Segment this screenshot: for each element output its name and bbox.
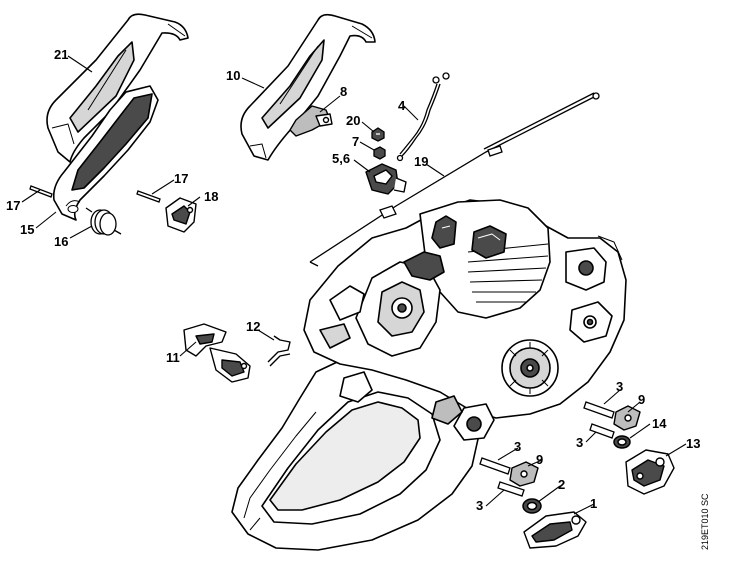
part-2-ring [522, 498, 542, 514]
label-12: 12 [246, 319, 260, 334]
part-9-buffer-bracket-a [613, 405, 641, 431]
part-11-throttle-trigger [183, 323, 251, 383]
crankcase-housing [231, 199, 627, 551]
label-3-d: 3 [476, 498, 483, 513]
part-17-pin-left [29, 185, 53, 198]
part-16-spring [85, 207, 122, 236]
part-1-buffer-housing [523, 511, 587, 549]
part-3-pin-d [497, 481, 525, 497]
part-21-handle-cover [46, 13, 189, 163]
part-3-pin-c [479, 457, 511, 475]
part-12-spring-clip [267, 335, 291, 367]
label-7: 7 [352, 134, 359, 149]
drawing-code: 219ET010 SC [700, 493, 710, 550]
part-10-handle-cover [240, 13, 376, 161]
part-17-pin-right [136, 190, 161, 203]
label-4: 4 [398, 98, 406, 113]
part-19-throttle-cable [309, 92, 600, 267]
part-18-bracket [165, 197, 197, 233]
label-20: 20 [346, 113, 360, 128]
part-9-buffer-bracket-b [509, 461, 539, 487]
label-9-b: 9 [536, 452, 543, 467]
part-20-screw [371, 127, 385, 142]
part-3-pin-b [589, 423, 615, 439]
label-3-c: 3 [514, 439, 521, 454]
label-8: 8 [340, 84, 347, 99]
part-14-ring [613, 435, 631, 449]
label-19: 19 [414, 154, 428, 169]
label-16: 16 [54, 234, 68, 249]
label-3-b: 3 [576, 435, 583, 450]
label-11: 11 [166, 350, 180, 365]
part-13-buffer-housing [625, 449, 675, 495]
label-18: 18 [204, 189, 218, 204]
part-4-cable [396, 72, 450, 162]
label-10: 10 [226, 68, 240, 83]
label-21: 21 [54, 47, 68, 62]
label-3-a: 3 [616, 379, 623, 394]
label-17-right: 17 [174, 171, 188, 186]
leader-lines [21, 55, 687, 515]
label-17-left: 17 [6, 198, 20, 213]
part-5-6-switch [365, 163, 407, 195]
label-14: 14 [652, 416, 667, 431]
label-9-a: 9 [638, 392, 645, 407]
part-7-nut [373, 146, 386, 160]
label-15: 15 [20, 222, 34, 237]
label-2: 2 [558, 477, 565, 492]
part-labels: 21 10 8 4 20 7 5,6 19 17 15 16 17 18 12 … [6, 47, 700, 513]
part-15-handle-half [52, 85, 159, 221]
part-8-lever [289, 105, 333, 137]
part-3-pin-a [583, 401, 615, 419]
label-5-6: 5,6 [332, 151, 350, 166]
label-1: 1 [590, 496, 597, 511]
label-13: 13 [686, 436, 700, 451]
